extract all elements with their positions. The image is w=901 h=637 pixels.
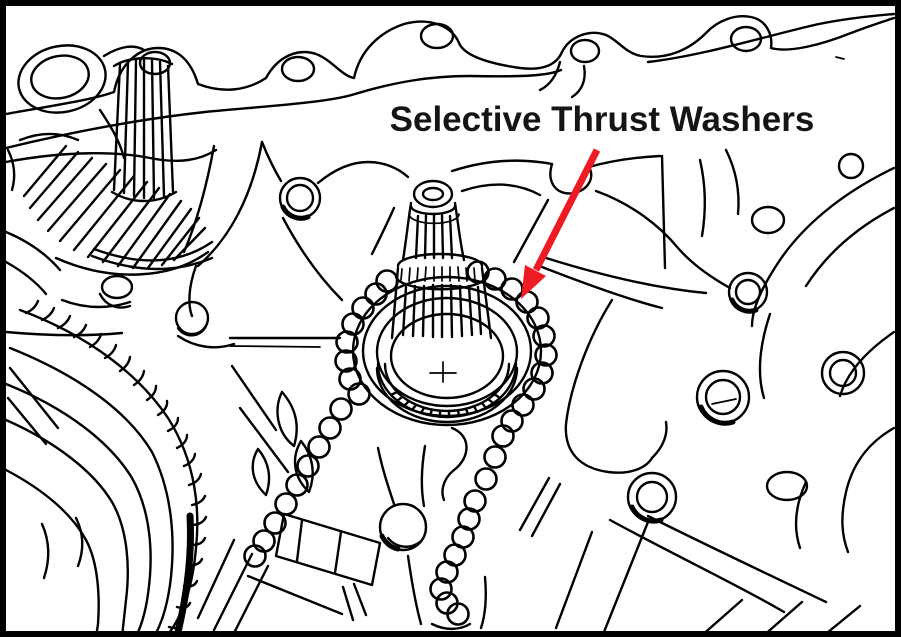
chain-link <box>534 343 558 367</box>
chain-link <box>500 409 524 433</box>
chain-link <box>252 529 276 553</box>
chain-link <box>532 324 556 348</box>
helical-teeth-hatch <box>22 144 207 270</box>
chain-link <box>364 282 388 306</box>
flange-bolt-hole <box>280 55 316 83</box>
chain-link <box>243 544 267 568</box>
flange-bolt-hole <box>837 152 865 180</box>
chain-link <box>335 330 359 354</box>
mounting-flange <box>4 12 896 180</box>
bolt-boss <box>695 369 751 426</box>
chain-link <box>307 435 331 459</box>
bolt-boss <box>378 502 428 552</box>
chain-link <box>491 424 515 448</box>
chain-link <box>483 445 507 469</box>
chain-link <box>511 393 535 417</box>
chain-link <box>522 377 546 401</box>
bolt-boss <box>750 205 786 235</box>
chain-link <box>285 473 309 497</box>
drive-chain <box>243 260 558 626</box>
chain-link <box>375 269 399 293</box>
shaft-spline-lines <box>414 212 454 260</box>
chain-link <box>429 577 453 601</box>
helical-gear <box>6 44 214 276</box>
arrowhead-icon <box>521 265 546 299</box>
callout-arrow <box>521 148 601 299</box>
output-shaft <box>390 179 493 340</box>
bolt-bosses <box>98 176 866 552</box>
chain-link <box>274 492 298 516</box>
bolt-boss <box>278 176 322 221</box>
chain-link <box>296 454 320 478</box>
bolt-boss <box>626 471 678 524</box>
flange-bolt-hole <box>419 22 455 50</box>
chain-link <box>483 267 507 291</box>
chain-link <box>474 467 498 491</box>
shaft-spline-lines-lower <box>401 283 483 339</box>
callout-label: Selective Thrust Washers <box>390 100 815 139</box>
callout: Selective Thrust Washers <box>390 100 815 299</box>
chain-link <box>334 349 358 373</box>
chain-link <box>263 511 287 535</box>
ring-gear <box>4 299 344 637</box>
flange-bolt-hole <box>569 38 601 64</box>
bolt-boss <box>174 300 210 337</box>
gear-shaft-splines <box>112 58 175 200</box>
arrow-shaft <box>532 148 601 272</box>
bolt-boss <box>727 271 769 314</box>
drive-sprocket-teeth <box>376 362 518 419</box>
gear-tooth-shading <box>174 512 194 636</box>
chain-link <box>446 602 470 626</box>
chain-link <box>347 382 371 406</box>
casting-ribs <box>4 140 896 637</box>
chain-link <box>435 560 459 584</box>
gear-hub-boss <box>17 44 107 114</box>
chain-link <box>318 416 342 440</box>
flange-bolt-hole <box>729 25 763 53</box>
ring-gear-teeth <box>24 299 208 630</box>
chain-link <box>329 397 353 421</box>
